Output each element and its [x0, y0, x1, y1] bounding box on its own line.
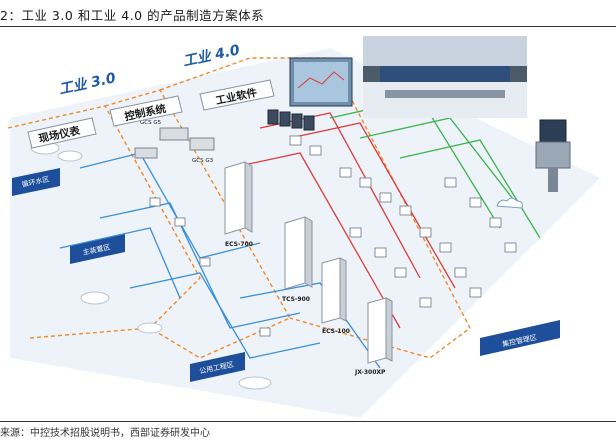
figure-header: 2：工业 3.0 和工业 4.0 的产品制造方案体系: [0, 0, 616, 26]
workstations: [149, 135, 517, 337]
field-instruments-tag: 现场仪表: [27, 117, 97, 149]
gcs2-label: GCS G3: [192, 158, 214, 164]
source-note: 来源：中控技术招股说明书，西部证券研发中心: [0, 428, 210, 439]
scada-screen: [289, 57, 353, 107]
industry-30-label: 工业 3.0: [58, 70, 118, 98]
cabinet-ecs700-label: ECS-700: [225, 241, 253, 248]
control-modules: [134, 127, 215, 159]
region-borders: [7, 57, 471, 359]
bottom-rule: [0, 421, 616, 422]
cabinet-ecs100-label: ECS-100: [322, 328, 350, 335]
figure-caption: 2：工业 3.0 和工业 4.0 的产品制造方案体系: [0, 8, 265, 23]
gcs-label: GCS G5: [140, 120, 162, 126]
industrial-software-tag: 工业软件: [199, 79, 275, 111]
software-servers: [267, 109, 315, 131]
area-band-left: 循环水区: [12, 168, 60, 196]
area-band-right: 集控管理区: [480, 320, 560, 356]
area-band-bottom: 公用工程区: [190, 352, 245, 382]
architecture-diagram: 循环水区 主装置区 公用工程区 集控管理区: [7, 36, 600, 418]
cabinet-jx300: JX-300XP: [354, 297, 393, 376]
industry-40-label: 工业 4.0: [182, 42, 242, 70]
cabinet-ecs700: ECS-700: [224, 161, 253, 248]
cabinet-jx300-label: JX-300XP: [354, 369, 386, 376]
top-rule: [0, 26, 616, 27]
cloud-icon: [496, 197, 523, 209]
cabinet-ecs100: ECS-100: [321, 257, 350, 335]
kiosk-terminal: [535, 119, 571, 192]
cabinet-tcs900: TCS-900: [282, 216, 313, 303]
area-band-mid: 主装置区: [70, 234, 125, 264]
cabinet-tcs900-label: TCS-900: [282, 296, 310, 303]
control-room-photo: [363, 36, 527, 118]
